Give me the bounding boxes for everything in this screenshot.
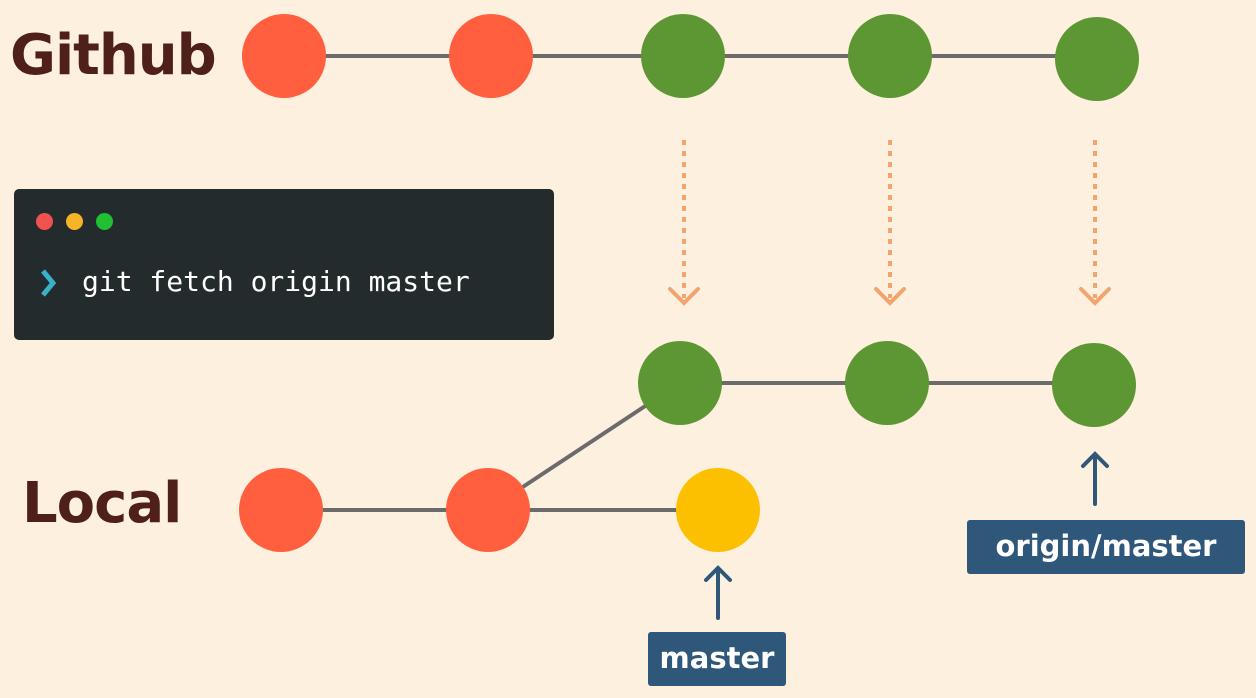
- fetched-commit: [638, 341, 722, 425]
- fetch-arrowhead-icon: [874, 287, 906, 306]
- local-label: Local: [22, 471, 182, 536]
- close-dot-icon: [36, 213, 53, 230]
- local-commit: [676, 468, 760, 552]
- terminal-window: git fetch origin master: [14, 189, 554, 340]
- fetched-commit: [1052, 343, 1136, 427]
- github-commit: [641, 14, 725, 98]
- minimize-dot-icon: [66, 213, 83, 230]
- local-commit: [239, 468, 323, 552]
- fetch-arrowhead-icon: [668, 287, 700, 306]
- origin-master-branch-label: origin/master: [967, 520, 1245, 574]
- github-commit: [1055, 17, 1139, 101]
- github-commit: [242, 14, 326, 98]
- terminal-command: git fetch origin master: [82, 265, 470, 298]
- local-commit: [446, 468, 530, 552]
- github-commit: [848, 14, 932, 98]
- origin-master-arrowhead-icon: [1081, 451, 1109, 468]
- github-label: Github: [10, 23, 217, 88]
- fetch-arrowhead-icon: [1079, 287, 1111, 306]
- maximize-dot-icon: [96, 213, 113, 230]
- master-branch-label: master: [648, 632, 786, 686]
- fetched-commit: [845, 341, 929, 425]
- prompt-chevron-icon: [41, 269, 56, 297]
- master-arrowhead-icon: [704, 565, 732, 582]
- github-commit: [449, 14, 533, 98]
